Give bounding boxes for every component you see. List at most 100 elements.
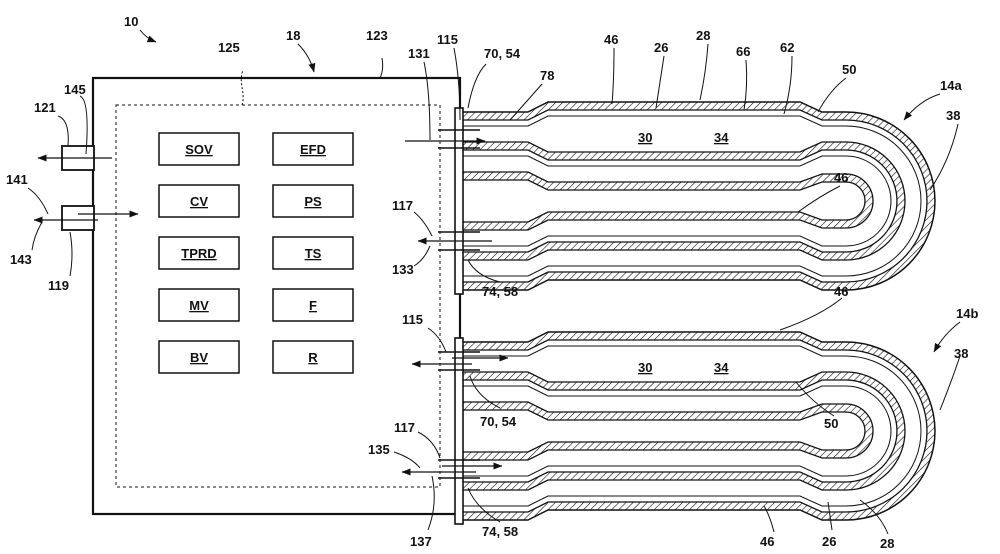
left-ports (33, 145, 139, 231)
leader-14a (903, 93, 941, 121)
label-46a: 46 (604, 32, 618, 47)
label-133: 133 (392, 262, 414, 277)
leader-46a (611, 47, 615, 105)
wall-plate-lower (454, 337, 464, 525)
leader-123 (379, 57, 384, 79)
leader-62 (783, 55, 793, 115)
leader-50a (817, 77, 847, 113)
leader-135 (393, 451, 421, 469)
label-34b: 34 (714, 360, 729, 375)
component-efd: EFD (300, 142, 326, 157)
component-boxes: SOV EFD CV PS TPRD TS MV F BV R (158, 132, 354, 374)
leader-lines (27, 29, 961, 535)
leader-115a (453, 47, 461, 121)
right-ports (401, 107, 509, 525)
label-30a: 30 (638, 130, 652, 145)
label-62: 62 (780, 40, 794, 55)
label-28b: 28 (880, 536, 894, 551)
label-30b: 30 (638, 360, 652, 375)
label-7054b: 70, 54 (480, 414, 517, 429)
label-143: 143 (10, 252, 32, 267)
leader-28b (859, 499, 889, 535)
label-121: 121 (34, 100, 56, 115)
component-ts: TS (305, 246, 322, 261)
leader-7458b (467, 487, 501, 523)
leader-137 (427, 475, 435, 531)
leader-131 (423, 61, 431, 141)
label-46c: 46 (834, 284, 848, 299)
housing-inner-boundary (115, 104, 441, 488)
leader-14b (933, 321, 961, 353)
reference-labels: 10 125 18 123 145 121 141 143 119 115 13… (6, 14, 978, 551)
component-ps: PS (304, 194, 322, 209)
label-66: 66 (736, 44, 750, 59)
leader-7458a (467, 259, 501, 283)
label-46b: 46 (834, 170, 848, 185)
component-box-cv (158, 184, 240, 218)
leader-7054a (467, 63, 487, 109)
leader-117a (413, 211, 433, 237)
leader-46c (779, 297, 843, 331)
tank-14a-liner-line (462, 115, 922, 277)
leader-26b (827, 501, 833, 531)
component-box-r (272, 340, 354, 374)
component-box-f (272, 288, 354, 322)
label-7458a: 74, 58 (482, 284, 518, 299)
tank-14b-inner-core (461, 401, 874, 461)
component-f: F (309, 298, 317, 313)
leader-46d (763, 505, 775, 533)
leader-10 (139, 29, 157, 43)
tank-14b-inner-fold-line (462, 385, 892, 477)
leader-145 (79, 95, 88, 155)
leader-46b (797, 185, 841, 213)
label-78: 78 (540, 68, 554, 83)
leader-133 (413, 245, 431, 267)
label-18: 18 (286, 28, 300, 43)
component-box-mv (158, 288, 240, 322)
tank-14a-inner-core (461, 171, 874, 231)
leader-38b (939, 355, 961, 411)
leader-38a (929, 123, 959, 191)
component-r: R (308, 350, 318, 365)
inner-boundary-leader (240, 69, 244, 106)
leader-119 (69, 231, 73, 277)
label-115b: 115 (402, 312, 423, 327)
label-131: 131 (408, 46, 430, 61)
label-7458b: 74, 58 (482, 524, 518, 539)
component-box-ps (272, 184, 354, 218)
leader-66 (743, 59, 748, 111)
leader-26a (655, 55, 665, 109)
component-mv: MV (189, 298, 209, 313)
leader-7054b (469, 375, 501, 409)
component-cv: CV (190, 194, 208, 209)
leader-143 (31, 221, 43, 251)
label-14b-visible: 14b (956, 306, 978, 321)
label-123: 123 (366, 28, 388, 43)
leader-50b (795, 381, 835, 417)
tank-14a-inner-fold-line (462, 155, 892, 247)
label-117a: 117 (392, 198, 413, 213)
label-50b: 50 (824, 416, 838, 431)
port-119 (61, 205, 95, 231)
component-tprd: TPRD (181, 246, 216, 261)
label-7054a: 70, 54 (484, 46, 521, 61)
leader-117b (417, 431, 441, 459)
label-137: 137 (410, 534, 432, 549)
label-145: 145 (64, 82, 86, 97)
leader-141 (27, 187, 49, 215)
component-box-sov (158, 132, 240, 166)
label-26b: 26 (822, 534, 836, 549)
label-28a: 28 (696, 28, 710, 43)
label-115a: 115 (437, 32, 458, 47)
leader-115b (427, 327, 447, 353)
label-125: 125 (218, 40, 240, 55)
component-box-tprd (158, 236, 240, 270)
component-bv: BV (190, 350, 208, 365)
label-34a: 34 (714, 130, 729, 145)
leader-121 (57, 115, 69, 147)
label-135: 135 (368, 442, 390, 457)
component-box-efd (272, 132, 354, 166)
label-38a: 38 (946, 108, 960, 123)
leader-18 (297, 43, 316, 73)
